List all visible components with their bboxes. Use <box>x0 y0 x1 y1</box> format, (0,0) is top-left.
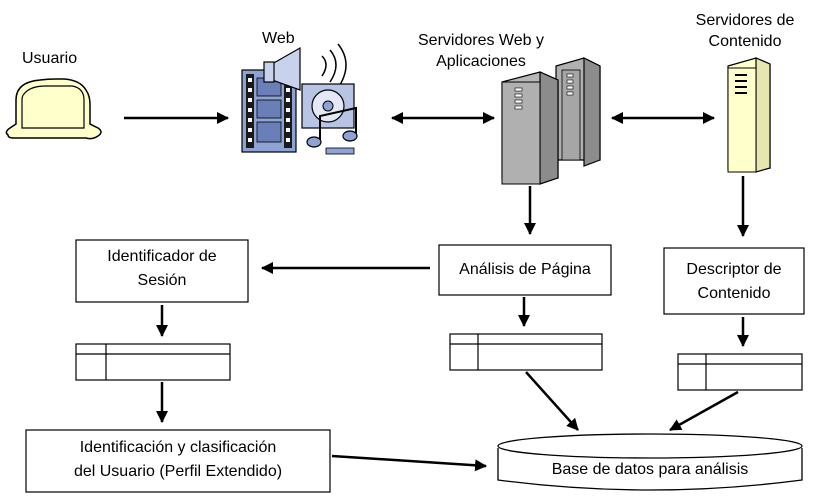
label-servidores-web: Servidores Web y Aplicaciones <box>396 30 566 72</box>
descriptor-text: Descriptor de Contenido <box>664 258 804 306</box>
identificacion-line1: Identificación y clasificación <box>79 439 277 456</box>
identificacion-box <box>25 429 331 493</box>
record-table-2 <box>449 333 603 371</box>
arrow-table3-to-db <box>669 390 739 432</box>
identificacion-line2: del Usuario (Perfil Extendido) <box>73 463 283 480</box>
label-web: Web <box>262 30 295 47</box>
identificador-box <box>75 239 249 303</box>
label-servidores-web-line1: Servidores Web y <box>418 32 544 49</box>
descriptor-box <box>663 247 805 315</box>
label-servidores-contenido-line1: Servidores de <box>695 12 795 29</box>
user-icon <box>5 78 102 140</box>
record-table-1 <box>75 343 231 381</box>
analisis-text: Análisis de Página <box>439 258 611 282</box>
arrow-table2-to-db <box>525 371 579 431</box>
identificador-text: Identificador de Sesión <box>76 245 248 293</box>
label-servidores-web-line2: Aplicaciones <box>436 53 526 70</box>
analisis-line: Análisis de Página <box>459 261 591 278</box>
web-app-servers-icon <box>501 57 601 185</box>
descriptor-line2: Contenido <box>697 285 771 302</box>
content-server-icon <box>727 57 771 173</box>
database-label: Base de datos para análisis <box>551 461 749 478</box>
record-table-3 <box>677 353 803 391</box>
arrow-identificacion-to-db <box>331 454 487 472</box>
identificador-line2: Sesión <box>137 272 187 289</box>
web-media-icon <box>241 43 358 155</box>
label-usuario: Usuario <box>22 50 78 67</box>
label-servidores-contenido: Servidores de Contenido <box>680 10 810 52</box>
label-servidores-contenido-line2: Contenido <box>708 33 782 50</box>
analisis-box <box>438 244 612 296</box>
identificador-line1: Identificador de <box>107 248 217 265</box>
descriptor-line1: Descriptor de <box>686 261 782 278</box>
database-cylinder <box>497 433 803 491</box>
identificacion-text: Identificación y clasificación del Usuar… <box>26 436 330 484</box>
